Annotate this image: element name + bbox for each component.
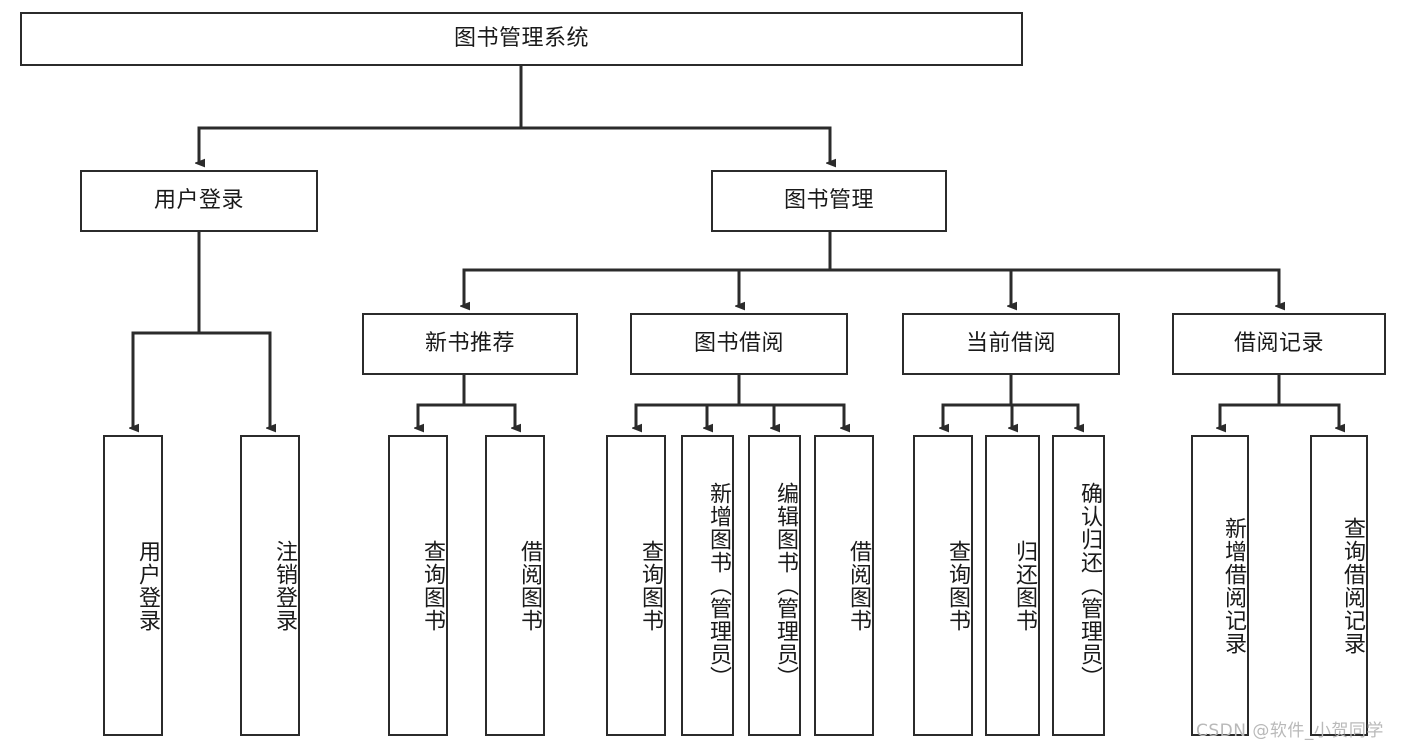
- leaf-edit-book-admin[interactable]: 编辑图书（管理员）: [748, 435, 801, 736]
- leaf-query-borrow-record-label: 查询借阅记录: [1340, 516, 1365, 655]
- leaf-user-login[interactable]: 用户登录: [103, 435, 163, 736]
- leaf-borrow-book-borrow[interactable]: 借阅图书: [814, 435, 874, 736]
- leaf-logout-label: 注销登录: [272, 539, 297, 632]
- leaf-borrow-book-rec[interactable]: 借阅图书: [485, 435, 545, 736]
- node-book-management-label: 图书管理: [783, 187, 874, 213]
- leaf-edit-book-admin-label: 编辑图书（管理员）: [773, 482, 798, 689]
- node-borrow-record[interactable]: 借阅记录: [1172, 313, 1386, 375]
- leaf-query-book-rec[interactable]: 查询图书: [388, 435, 448, 736]
- leaf-query-borrow-record[interactable]: 查询借阅记录: [1310, 435, 1368, 736]
- csdn-watermark: CSDN @软件_小贺同学: [1196, 721, 1384, 741]
- node-root-label: 图书管理系统: [453, 25, 589, 51]
- node-borrow-record-label: 借阅记录: [1233, 330, 1324, 356]
- leaf-add-borrow-record-label: 新增借阅记录: [1221, 516, 1246, 655]
- node-new-book-recommendation-label: 新书推荐: [424, 330, 515, 356]
- leaf-query-book-borrow[interactable]: 查询图书: [606, 435, 666, 736]
- leaf-query-book-borrow-label: 查询图书: [638, 539, 663, 632]
- node-book-management[interactable]: 图书管理: [711, 170, 947, 232]
- leaf-add-book-admin-label: 新增图书（管理员）: [706, 482, 731, 689]
- leaf-confirm-return-admin-label: 确认归还（管理员）: [1077, 482, 1102, 689]
- node-current-borrow[interactable]: 当前借阅: [902, 313, 1120, 375]
- leaf-borrow-book-borrow-label: 借阅图书: [846, 539, 871, 632]
- node-book-borrow-label: 图书借阅: [693, 330, 784, 356]
- node-root[interactable]: 图书管理系统: [20, 12, 1023, 66]
- leaf-query-book-rec-label: 查询图书: [420, 539, 445, 632]
- leaf-add-borrow-record[interactable]: 新增借阅记录: [1191, 435, 1249, 736]
- leaf-borrow-book-rec-label: 借阅图书: [517, 539, 542, 632]
- leaf-query-book-current[interactable]: 查询图书: [913, 435, 973, 736]
- node-book-borrow[interactable]: 图书借阅: [630, 313, 848, 375]
- node-user-login-label: 用户登录: [153, 187, 244, 213]
- leaf-add-book-admin[interactable]: 新增图书（管理员）: [681, 435, 734, 736]
- leaf-confirm-return-admin[interactable]: 确认归还（管理员）: [1052, 435, 1105, 736]
- leaf-return-book-label: 归还图书: [1012, 539, 1037, 632]
- leaf-query-book-current-label: 查询图书: [945, 539, 970, 632]
- node-new-book-recommendation[interactable]: 新书推荐: [362, 313, 578, 375]
- node-current-borrow-label: 当前借阅: [965, 330, 1056, 356]
- leaf-logout[interactable]: 注销登录: [240, 435, 300, 736]
- leaf-user-login-label: 用户登录: [135, 539, 160, 632]
- leaf-return-book[interactable]: 归还图书: [985, 435, 1040, 736]
- node-user-login[interactable]: 用户登录: [80, 170, 318, 232]
